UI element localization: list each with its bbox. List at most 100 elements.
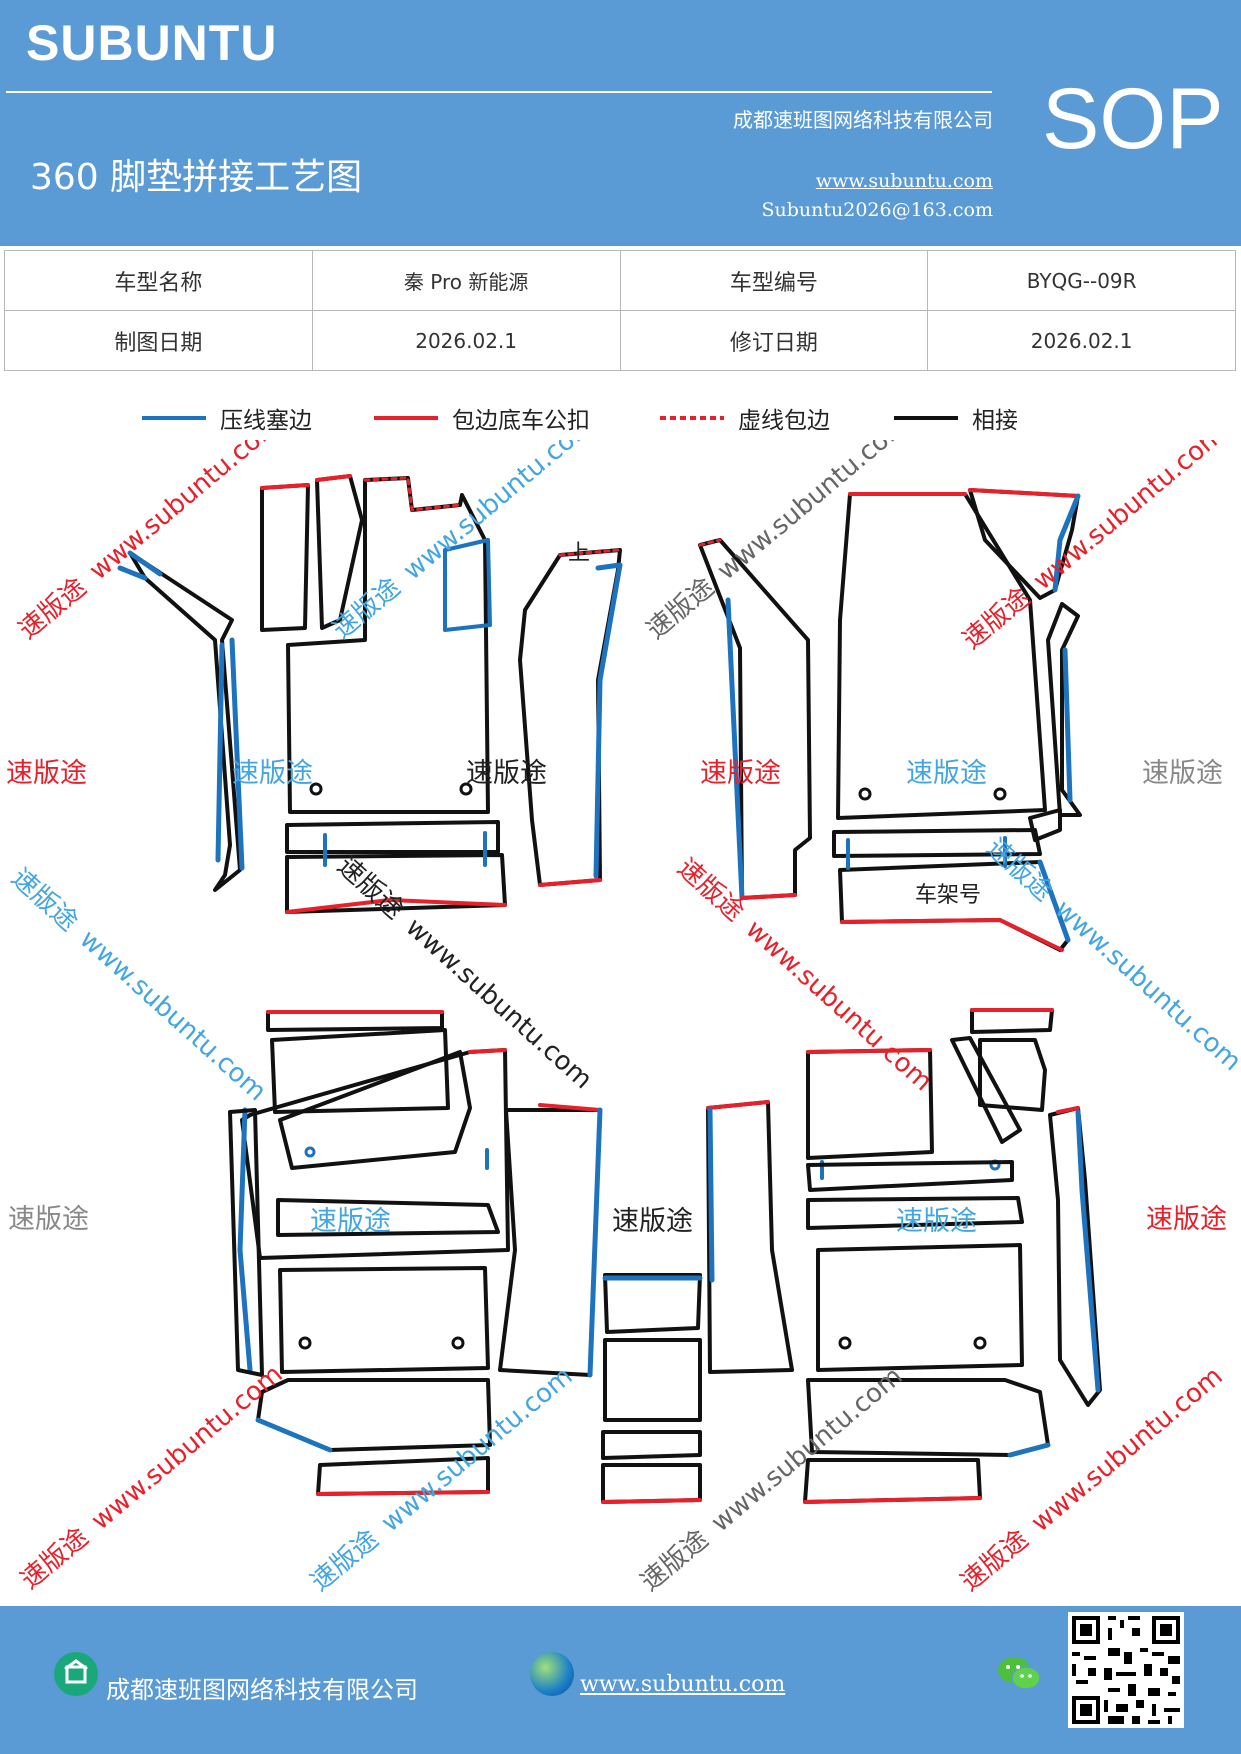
watermark-diagonal: 速版途 www.subuntu.com: [641, 440, 914, 645]
svg-text:速版途: 速版途: [305, 1524, 384, 1597]
revise-date-value: 2026.02.1: [927, 310, 1236, 371]
revise-date-label: 修订日期: [619, 310, 929, 371]
mat-piece: [603, 1338, 702, 1422]
qr-code: [1068, 1612, 1184, 1728]
frame-number-label: 车架号: [915, 883, 981, 908]
watermark-label: 速版途: [232, 758, 313, 789]
watermark-diagonal: 速版途 www.subuntu.com: [15, 1359, 288, 1595]
mat-piece: [803, 1458, 982, 1504]
svg-text:速版途: 速版途: [331, 851, 409, 925]
model-code-value: BYQG--09R: [927, 250, 1236, 311]
email-address: Subuntu2026@163.com: [761, 199, 993, 221]
watermark-label: 速版途: [6, 758, 87, 789]
watermark-diagonal: 速版途 www.subuntu.com: [327, 440, 600, 645]
watermark-label: 速版途: [896, 1206, 977, 1237]
svg-text:www.subuntu.com: www.subuntu.com: [1049, 894, 1241, 1077]
svg-text:www.subuntu.com: www.subuntu.com: [740, 914, 938, 1097]
watermark-label: 速版途: [700, 758, 781, 789]
watermark-diagonal: 速版途 www.subuntu.com: [331, 851, 598, 1095]
watermark-diagonal: 速版途 www.subuntu.com: [5, 863, 272, 1107]
header-divider: [6, 91, 992, 93]
info-row: 车型名称 秦 Pro 新能源 车型编号 BYQG--09R: [4, 250, 1236, 311]
watermark-label: 速版途: [1146, 1204, 1227, 1235]
mat-piece: [1046, 602, 1082, 817]
website-link[interactable]: www.subuntu.com: [815, 170, 993, 192]
document-title: 360 脚垫拼接工艺图: [30, 157, 363, 198]
info-row: 制图日期 2026.02.1 修订日期 2026.02.1: [4, 310, 1236, 371]
wechat-icon: [996, 1654, 1042, 1698]
mat-piece: [806, 1160, 1014, 1192]
legend-label: 包边底车公扣: [452, 408, 590, 434]
svg-text:www.subuntu.com: www.subuntu.com: [84, 440, 287, 586]
sop-badge: SOP: [1042, 71, 1224, 167]
model-name-label: 车型名称: [4, 250, 313, 311]
legend-edge-buckle: 包边底车公扣: [374, 398, 590, 438]
info-table: 车型名称 秦 Pro 新能源 车型编号 BYQG--09R 制图日期 2026.…: [4, 250, 1236, 371]
mat-piece: [1048, 1106, 1102, 1407]
mat-piece: [285, 820, 500, 854]
mat-piece: [970, 1008, 1054, 1034]
watermark-label: 速版途: [1142, 758, 1223, 789]
watermark-diagonal: 速版途 www.subuntu.com: [955, 1361, 1228, 1597]
mat-piece: [270, 1028, 450, 1114]
svg-text:www.subuntu.com: www.subuntu.com: [712, 440, 915, 586]
mat-piece: [266, 1010, 444, 1032]
svg-text:www.subuntu.com: www.subuntu.com: [1028, 440, 1231, 596]
svg-text:www.subuntu.com: www.subuntu.com: [376, 1361, 579, 1538]
company-name: 成都速班图网络科技有限公司: [733, 108, 993, 132]
draw-date-value: 2026.02.1: [311, 310, 621, 371]
watermark-label: 速版途: [8, 1204, 89, 1235]
legend-dotted-edge: 虚线包边: [660, 398, 830, 438]
footer-company: 成都速班图网络科技有限公司: [106, 1676, 418, 1704]
mat-piece: [832, 828, 1042, 858]
mat-piece: [978, 1038, 1047, 1112]
mat-piece: [278, 1266, 490, 1374]
model-name-value: 秦 Pro 新能源: [311, 250, 621, 311]
legend-label: 压线塞边: [220, 408, 312, 434]
watermark-label: 速版途: [612, 1206, 693, 1237]
mat-piece: [498, 1108, 602, 1377]
watermark-label: 速版途: [466, 758, 547, 789]
legend-swatch-red-dotted: [660, 416, 724, 420]
footer-website-link[interactable]: www.subuntu.com: [580, 1672, 786, 1697]
mat-piece: [603, 1273, 702, 1334]
svg-text:www.subuntu.com: www.subuntu.com: [1026, 1361, 1229, 1538]
watermark-diagonal: 速版途 www.subuntu.com: [13, 440, 286, 645]
svg-text:www.subuntu.com: www.subuntu.com: [86, 1359, 289, 1536]
mat-piece: [256, 1378, 492, 1452]
watermark-diagonal: 速版途 www.subuntu.com: [305, 1361, 578, 1597]
legend-label: 虚线包边: [738, 408, 830, 434]
draw-date-label: 制图日期: [4, 310, 313, 371]
watermark-label: 速版途: [310, 1206, 391, 1237]
mat-piece: [260, 483, 310, 632]
legend-joined: 相接: [894, 398, 1018, 438]
legend-press-line: 压线塞边: [142, 398, 312, 438]
mat-piece: [117, 550, 245, 892]
svg-text:速版途: 速版途: [15, 1522, 94, 1595]
svg-text:速版途: 速版途: [957, 582, 1036, 655]
globe-icon: [530, 1652, 574, 1696]
mat-piece: [816, 1243, 1024, 1372]
mat-diagram: 上 车架号: [5, 440, 1241, 1597]
brand-logo: SUBUNTU: [26, 15, 278, 71]
svg-text:速版途: 速版途: [980, 833, 1058, 907]
svg-text:www.subuntu.com: www.subuntu.com: [400, 912, 598, 1095]
legend-swatch-red: [374, 416, 438, 420]
mat-piece: [698, 538, 812, 900]
legend-swatch-blue: [142, 416, 206, 420]
svg-text:速版途: 速版途: [641, 572, 720, 645]
watermark-diagonal: 速版途 www.subuntu.com: [635, 1361, 908, 1597]
svg-text:速版途: 速版途: [635, 1524, 714, 1597]
svg-text:速版途: 速版途: [5, 863, 83, 937]
watermark-label: 速版途: [906, 758, 987, 789]
header-banner: SUBUNTU 成都速班图网络科技有限公司 360 脚垫拼接工艺图 www.su…: [0, 0, 1241, 246]
mat-piece: [950, 1036, 1022, 1144]
legend-label: 相接: [972, 408, 1018, 434]
mat-piece: [806, 1196, 1024, 1230]
mat-piece: [706, 1100, 794, 1374]
mat-piece: [228, 1108, 264, 1377]
legend-swatch-black: [894, 416, 958, 420]
mat-piece: [443, 538, 492, 632]
mat-piece: [601, 1430, 702, 1460]
mat-piece: [1028, 808, 1062, 842]
